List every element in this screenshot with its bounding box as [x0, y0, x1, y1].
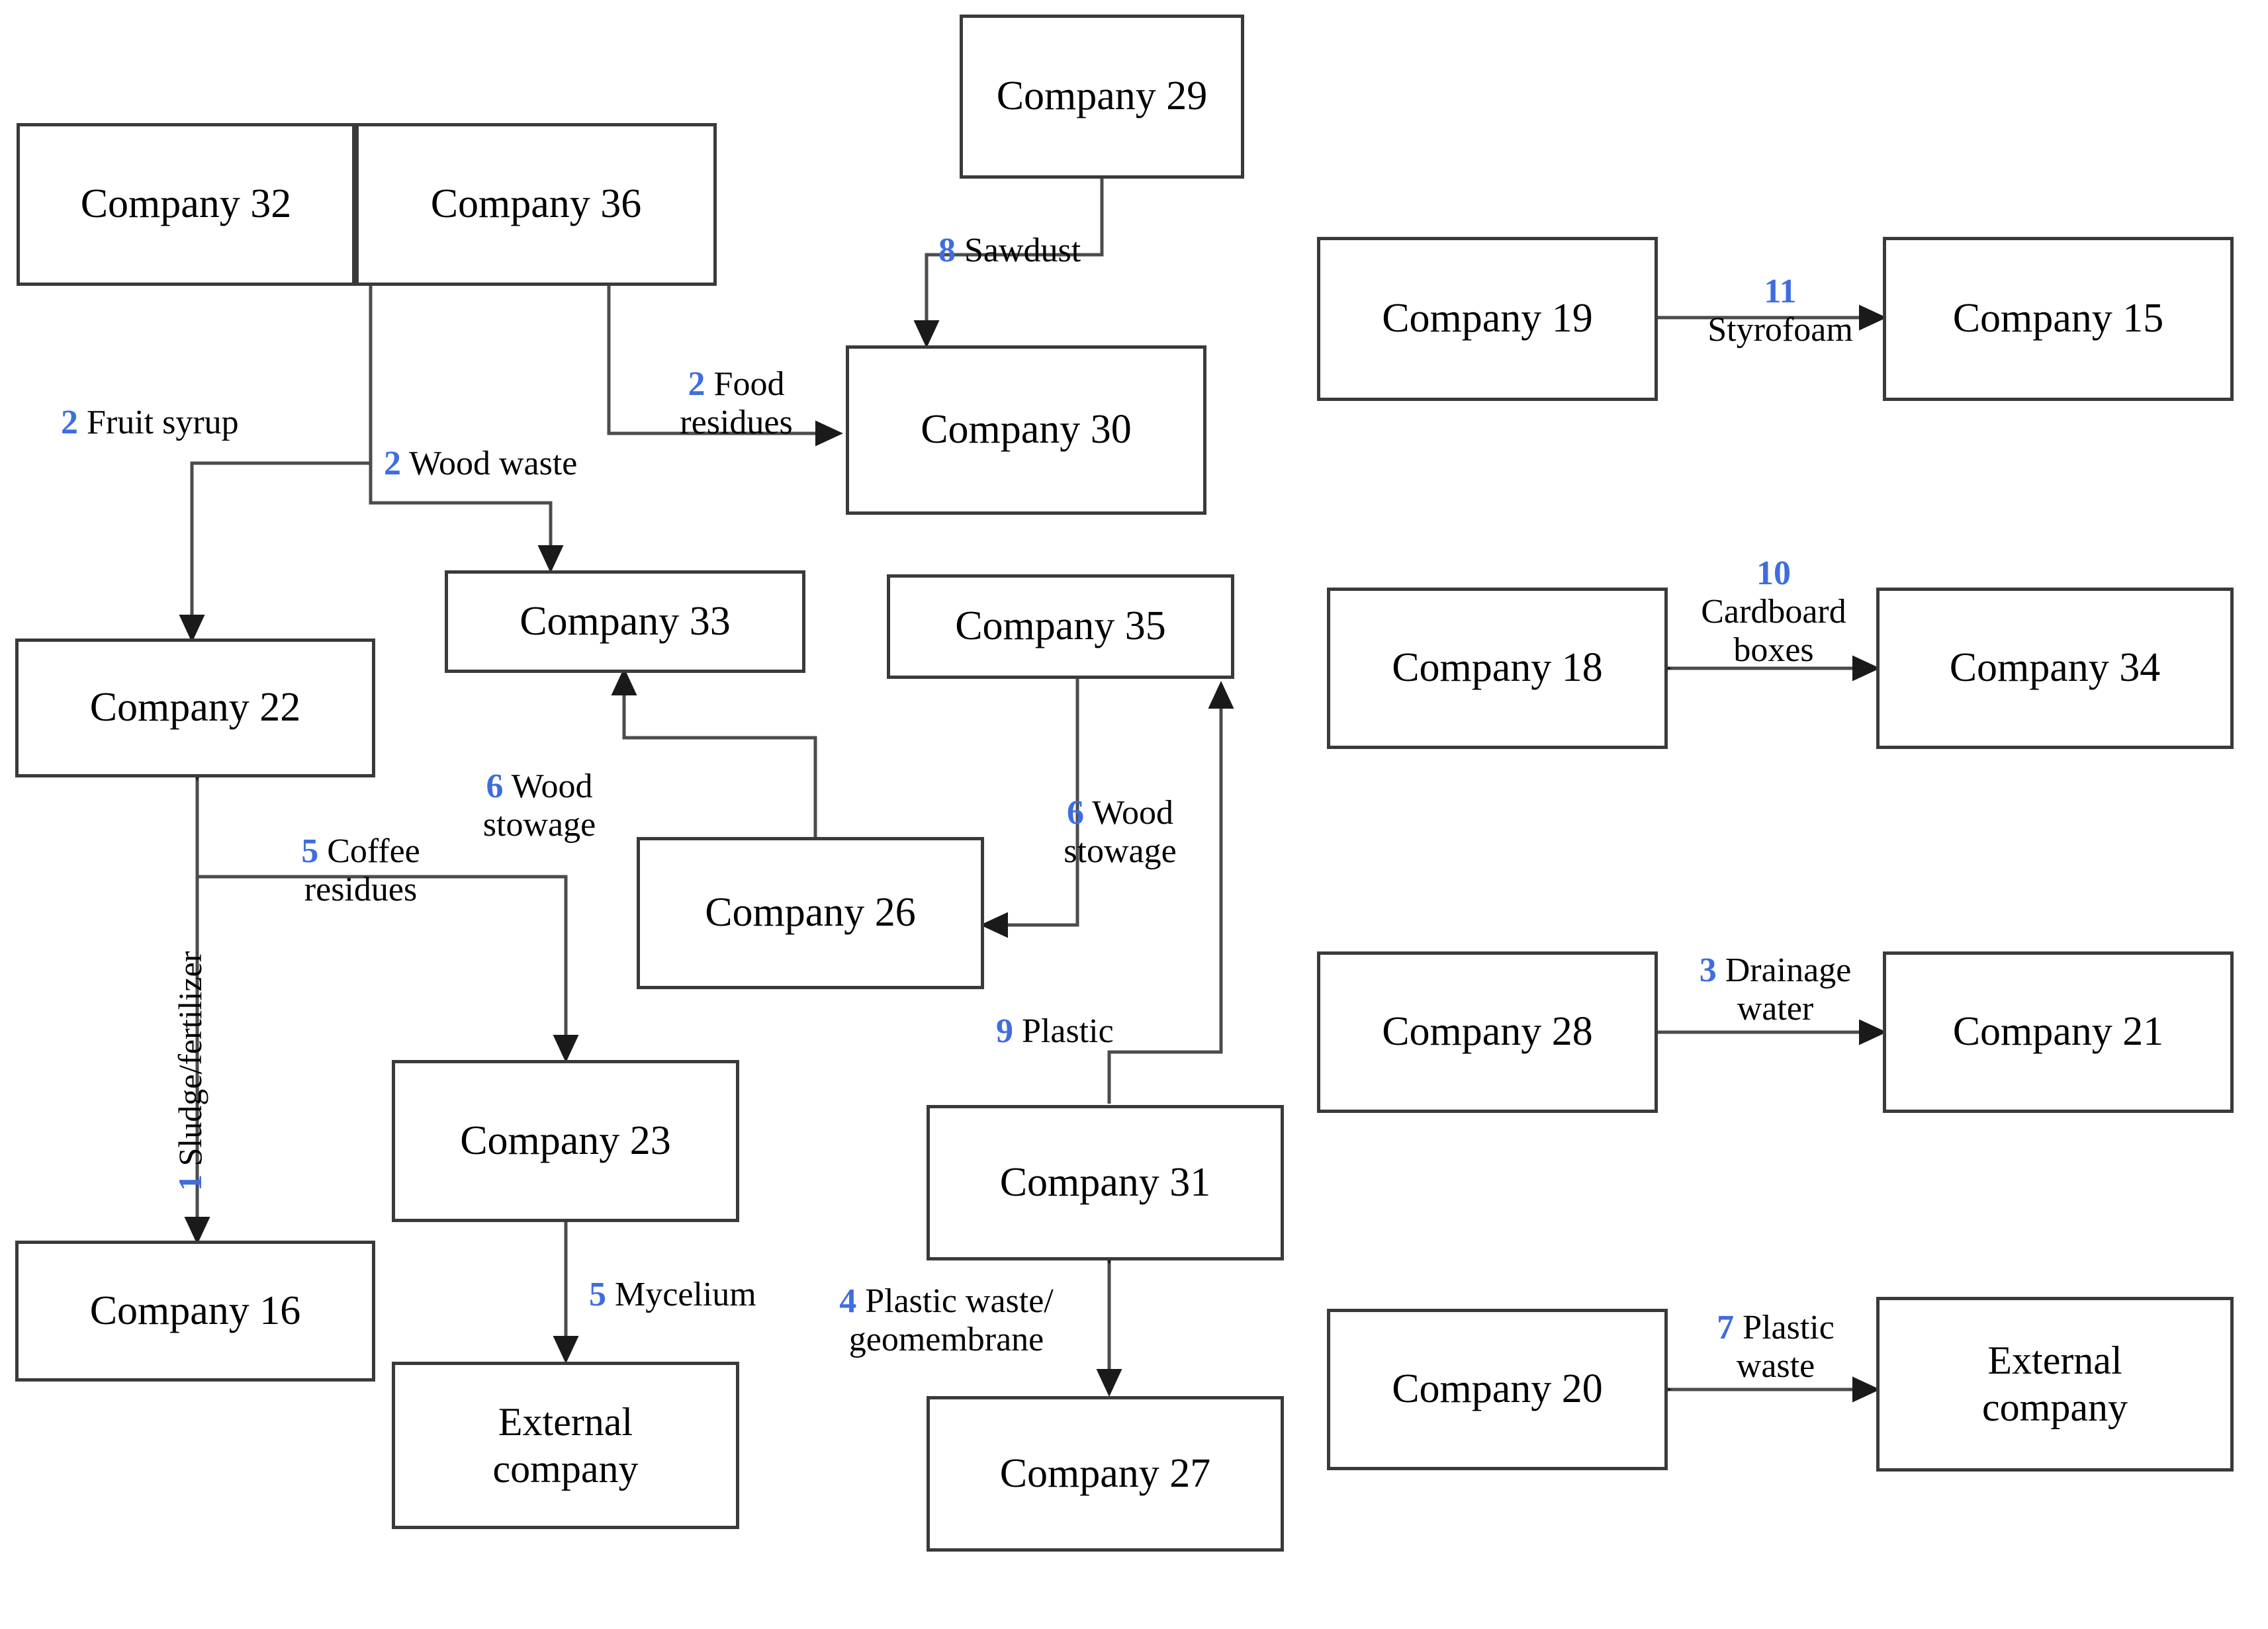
edge-label-food-residues: 2 Food residues	[652, 365, 821, 442]
node-company-18[interactable]: Company 18	[1327, 588, 1668, 749]
external-company-right-line2: company	[1982, 1386, 2128, 1429]
node-external-company-right[interactable]: External company	[1876, 1297, 2234, 1472]
edge-label-wood-stowage-26-33: 6 Wood stowage	[463, 768, 615, 844]
edge-num-styrofoam: 11	[1764, 273, 1797, 310]
edge-num-plastic-waste-geomembrane: 4	[839, 1282, 857, 1320]
edge-num-food-residues: 2	[688, 365, 705, 403]
node-external-company-left[interactable]: External company	[392, 1362, 739, 1529]
edge-text-sawdust: Sawdust	[964, 232, 1081, 269]
edge-text-food-residues-line2: residues	[680, 404, 793, 442]
edge-text-drainage-water-line2: water	[1737, 990, 1814, 1028]
wire-wood-stowage-26-33	[611, 667, 817, 837]
edge-text-wood-stowage-35-26-line1: Wood	[1092, 794, 1173, 832]
edge-text-coffee-residues-line2: residues	[304, 871, 418, 909]
node-company-35[interactable]: Company 35	[887, 574, 1234, 679]
edge-text-wood-stowage-26-33-line1: Wood	[511, 768, 593, 805]
node-company-31[interactable]: Company 31	[927, 1105, 1284, 1260]
edge-label-plastic-31-35: 9 Plastic	[996, 1012, 1114, 1051]
node-company-21[interactable]: Company 21	[1883, 951, 2234, 1113]
edge-num-mycelium: 5	[589, 1276, 606, 1313]
edge-num-wood-stowage-26-33: 6	[486, 768, 504, 805]
edge-label-mycelium: 5 Mycelium	[589, 1276, 756, 1314]
edge-text-coffee-residues-line1: Coffee	[327, 832, 420, 870]
node-company-20[interactable]: Company 20	[1327, 1309, 1668, 1470]
edge-num-wood-stowage-35-26: 6	[1067, 794, 1084, 832]
node-company-15[interactable]: Company 15	[1883, 237, 2234, 401]
node-company-29[interactable]: Company 29	[960, 15, 1244, 179]
edge-num-wood-waste: 2	[384, 445, 401, 482]
edge-text-fruit-syrup: Fruit syrup	[87, 404, 239, 441]
edge-text-wood-waste: Wood waste	[409, 445, 578, 482]
edge-text-cardboard-boxes-line2: boxes	[1733, 631, 1814, 670]
wire-wood-waste	[369, 286, 564, 574]
edge-num-sludge-fertilizer: 1	[171, 1174, 208, 1191]
node-company-30[interactable]: Company 30	[846, 345, 1206, 515]
edge-num-plastic-31-35: 9	[996, 1012, 1013, 1050]
edge-label-coffee-residues: 5 Coffee residues	[258, 832, 463, 909]
node-company-19[interactable]: Company 19	[1317, 237, 1658, 401]
edge-num-cardboard-boxes: 10	[1756, 554, 1791, 592]
edge-label-wood-stowage-35-26: 6 Wood stowage	[1042, 794, 1198, 871]
edge-label-wood-waste: 2 Wood waste	[384, 445, 577, 483]
external-company-left-line1: External	[498, 1399, 633, 1444]
node-company-16[interactable]: Company 16	[15, 1241, 375, 1382]
edge-num-coffee-residues: 5	[301, 832, 319, 870]
edge-text-plastic-waste-geomembrane-line1: Plastic waste/	[865, 1282, 1054, 1320]
edge-text-drainage-water-line1: Drainage	[1725, 951, 1852, 989]
node-company-22[interactable]: Company 22	[15, 638, 375, 777]
edge-text-wood-stowage-35-26-line2: stowage	[1064, 832, 1177, 871]
node-company-33[interactable]: Company 33	[445, 570, 805, 673]
node-company-36[interactable]: Company 36	[355, 123, 717, 286]
node-company-28[interactable]: Company 28	[1317, 951, 1658, 1113]
edge-text-plastic-waste-geomembrane-line2: geomembrane	[848, 1321, 1044, 1359]
edge-label-sawdust: 8 Sawdust	[938, 232, 1081, 270]
edge-text-mycelium: Mycelium	[615, 1276, 756, 1313]
edge-num-sawdust: 8	[938, 232, 956, 269]
edge-label-plastic-waste-external: 7 Plastic waste	[1686, 1309, 1865, 1386]
edge-label-plastic-waste-geomembrane: 4 Plastic waste/ geomembrane	[804, 1282, 1089, 1359]
edge-text-food-residues-line1: Food	[713, 365, 785, 403]
node-company-23[interactable]: Company 23	[392, 1060, 739, 1222]
node-company-27[interactable]: Company 27	[927, 1396, 1284, 1552]
edge-text-plastic-31-35: Plastic	[1022, 1012, 1114, 1050]
edge-label-drainage-water: 3 Drainage water	[1674, 951, 1876, 1028]
edge-text-styrofoam: Styrofoam	[1707, 311, 1853, 349]
node-company-26[interactable]: Company 26	[637, 837, 984, 989]
edge-text-plastic-waste-external-line2: waste	[1736, 1347, 1815, 1386]
edge-label-fruit-syrup: 2 Fruit syrup	[61, 404, 239, 442]
node-company-32[interactable]: Company 32	[17, 123, 355, 286]
edge-text-sludge-fertilizer: Sludge/fertilizer	[171, 951, 208, 1167]
edge-num-plastic-waste-external: 7	[1717, 1309, 1735, 1346]
edge-text-cardboard-boxes-line1: Cardboard	[1701, 593, 1846, 631]
wire-fruit-syrup	[179, 286, 373, 643]
edge-text-plastic-waste-external-line1: Plastic	[1743, 1309, 1835, 1346]
edge-num-drainage-water: 3	[1699, 951, 1717, 989]
edge-label-cardboard-boxes: 10 Cardboard boxes	[1685, 554, 1862, 670]
external-company-left-line2: company	[492, 1446, 639, 1491]
wire-plastic-31-35	[1107, 680, 1234, 1104]
edge-text-wood-stowage-26-33-line2: stowage	[482, 806, 596, 844]
external-company-right-line1: External	[1987, 1339, 2122, 1383]
edge-num-fruit-syrup: 2	[61, 404, 78, 441]
edge-label-styrofoam: 11 Styrofoam	[1694, 273, 1866, 349]
edge-label-sludge-fertilizer: 1 Sludge/fertilizer	[171, 951, 209, 1191]
node-company-34[interactable]: Company 34	[1876, 588, 2234, 749]
